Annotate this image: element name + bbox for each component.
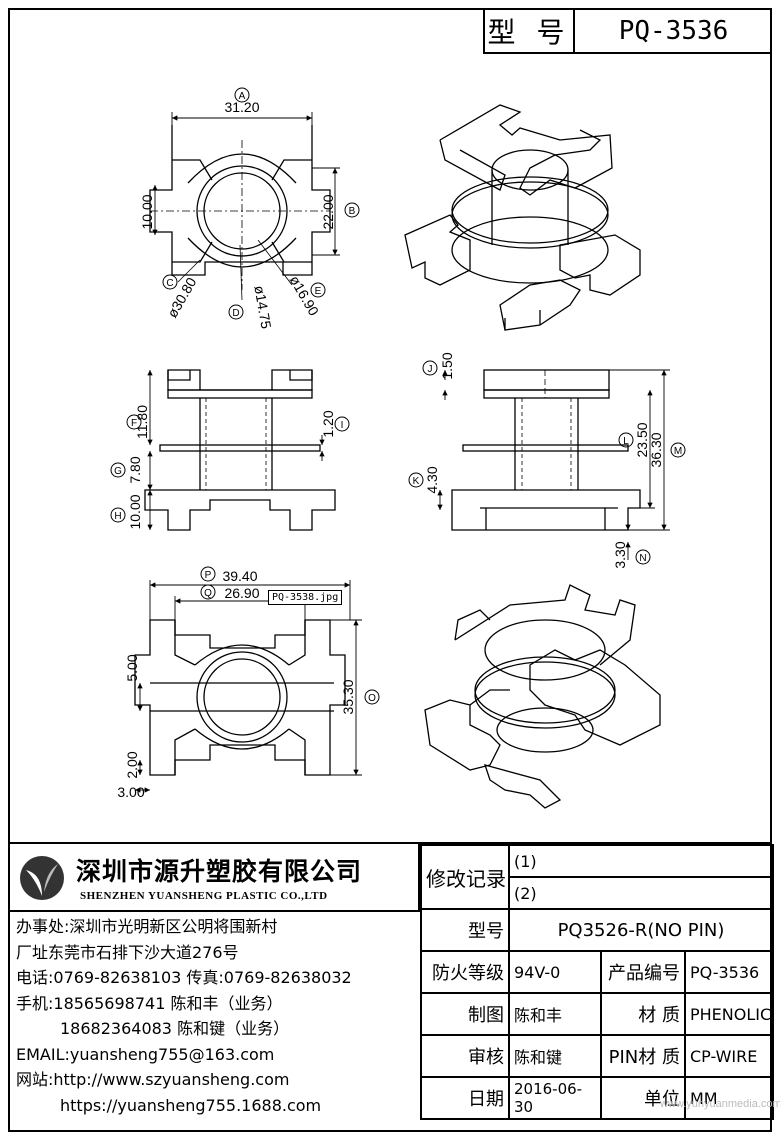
dim-h-value: 10.00	[127, 494, 143, 529]
drawn-by-value: 陈和丰	[508, 992, 602, 1036]
circle-k-label: K	[413, 476, 420, 487]
dim-q-value: 26.90	[224, 585, 259, 601]
model-value: PQ3526-R(NO PIN)	[508, 908, 774, 952]
fire-rating-label: 防火等级	[420, 950, 510, 994]
dim-m-value: 36.30	[648, 432, 664, 467]
dim-g-value: 7.80	[127, 456, 143, 483]
circle-f-label: F	[131, 418, 137, 429]
contact-email: EMAIL:yuansheng755@163.com	[16, 1044, 275, 1064]
model-header: 型 号 PQ-3536	[483, 10, 772, 54]
product-no-label: 产品编号	[600, 950, 686, 994]
title-block: 深圳市源升塑胶有限公司 SHENZHEN YUANSHENG PLASTIC C…	[8, 842, 774, 1132]
pin-material-label: PIN材 质	[600, 1034, 686, 1078]
date-value: 2016-06-30	[508, 1076, 602, 1120]
product-no-value: PQ-3536	[684, 950, 774, 994]
top-view	[149, 112, 340, 301]
date-label: 日期	[420, 1076, 510, 1120]
watermark: www.yunyuanmedia.com	[660, 1098, 780, 1110]
circle-e-label: E	[315, 286, 322, 297]
model-header-value: PQ-3536	[618, 16, 729, 46]
dim-j-value: 1.50	[439, 352, 455, 379]
dim-o-value: 35.30	[340, 679, 356, 714]
dim-n-value: 3.30	[612, 541, 628, 568]
circle-o-label: O	[368, 693, 376, 704]
front-view	[144, 369, 336, 531]
contact-factory: 厂址东莞市石排下沙大道276号	[16, 942, 239, 962]
iso-view-top	[404, 104, 641, 331]
contact-website: 网站:http://www.szyuansheng.com	[16, 1070, 290, 1089]
dim-d-value: ø14.75	[251, 284, 274, 330]
revision-1: (1)	[508, 844, 774, 878]
dim-b-value: 22.00	[320, 194, 336, 229]
contact-office: 办事处:深圳市光明新区公明将围新村	[16, 917, 278, 936]
dim-k-value: 4.30	[424, 466, 440, 493]
top-view-flange-arc	[187, 153, 297, 184]
material-value: PHENOLIC	[684, 992, 774, 1036]
contact-shop: https://yuansheng755.1688.com	[60, 1095, 322, 1115]
iso-view-bottom	[424, 584, 661, 809]
dim-p-value: 39.40	[222, 568, 257, 584]
circle-g-label: G	[114, 466, 122, 477]
bottom-view	[134, 580, 362, 793]
reviewed-by-label: 审核	[420, 1034, 510, 1078]
dim-3-value: 3.00	[117, 784, 144, 800]
company-logo-icon	[20, 856, 64, 900]
circle-m-label: M	[674, 446, 682, 457]
side-view	[437, 369, 670, 560]
company-header: 深圳市源升塑胶有限公司 SHENZHEN YUANSHENG PLASTIC C…	[8, 844, 420, 912]
circle-j-label: J	[428, 364, 433, 375]
contact-mobile-1: 手机:18565698741 陈和丰（业务）	[16, 993, 283, 1013]
dim-a-value: 31.20	[224, 99, 259, 115]
unit-label: 单位	[600, 1076, 686, 1120]
fire-rating-value: 94V-0	[508, 950, 602, 994]
company-name-cn: 深圳市源升塑胶有限公司	[76, 857, 363, 886]
material-label: 材 质	[600, 992, 686, 1036]
technical-drawing: A 31.20 B 22.00 10.00 C ø30.80 D ø14.75 …	[110, 87, 686, 809]
contact-phone: 电话:0769-82638103 传真:0769-82638032	[16, 968, 352, 987]
pin-material-value: CP-WIRE	[684, 1034, 774, 1078]
drawn-by-label: 制图	[420, 992, 510, 1036]
company-contact: 办事处:深圳市光明新区公明将围新村 厂址东莞市石排下沙大道276号 电话:076…	[16, 914, 420, 1118]
circle-q-label: Q	[204, 588, 212, 599]
circle-l-label: L	[623, 436, 629, 447]
company-name-en: SHENZHEN YUANSHENG PLASTIC CO.,LTD	[80, 890, 328, 902]
file-name-tag: PQ-3538.jpg	[268, 590, 343, 605]
circle-a-label: A	[239, 91, 246, 102]
dim-l-value: 23.50	[634, 422, 650, 457]
circle-d-label: D	[232, 308, 239, 319]
dim-f-value: 11.80	[134, 405, 150, 439]
dimension-labels: A 31.20 B 22.00 10.00 C ø30.80 D ø14.75 …	[110, 87, 686, 800]
circle-b-label: B	[349, 206, 356, 217]
dim-2-value: 2.00	[124, 751, 140, 778]
circle-i-label: I	[341, 420, 344, 431]
model-header-label: 型 号	[485, 10, 575, 52]
dim-i-value: 1.20	[320, 410, 336, 437]
dim-10-value: 10.00	[139, 194, 155, 229]
reviewed-by-value: 陈和键	[508, 1034, 602, 1078]
spec-table: 修改记录 (1) (2) 型号 PQ3526-R(NO PIN) 防火等级 94…	[420, 844, 774, 1120]
revision-2: (2)	[508, 876, 774, 910]
contact-mobile-2: 18682364083 陈和键（业务）	[60, 1019, 290, 1038]
dim-5-value: 5.00	[124, 654, 140, 681]
model-label: 型号	[420, 908, 510, 952]
unit-value: MM	[684, 1076, 774, 1120]
circle-c-label: C	[166, 278, 173, 289]
revision-label: 修改记录	[420, 844, 510, 910]
circle-h-label: H	[114, 511, 121, 522]
circle-p-label: P	[205, 570, 212, 581]
circle-n-label: N	[639, 553, 646, 564]
drawing-frame	[8, 8, 772, 1132]
